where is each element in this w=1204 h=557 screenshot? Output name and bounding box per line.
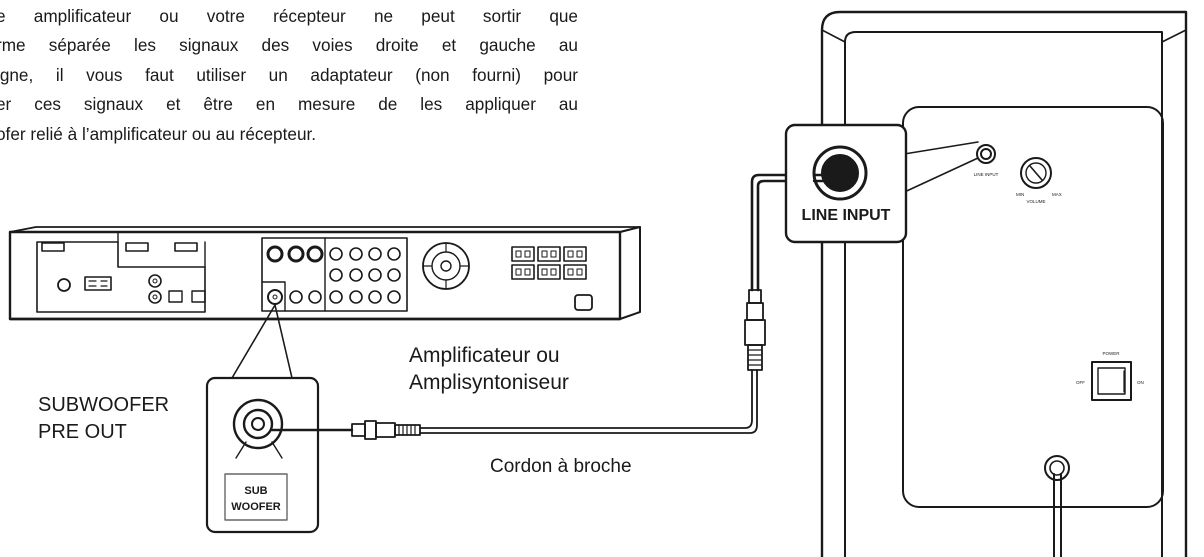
power-on-label: ON [1137, 380, 1144, 385]
line-input-panel-label: LINE INPUT [974, 172, 999, 177]
subwoofer-out-callout [205, 376, 320, 534]
power-label: POWER [1102, 351, 1120, 356]
speaker-terminals [511, 246, 593, 311]
subwoofer-preout-label-line1: SUBWOOFER [38, 394, 169, 416]
fan-grille [422, 242, 470, 290]
instruction-line: er ces signaux et être en mesure de les … [0, 94, 578, 115]
volume-min-label: MIN [1016, 192, 1024, 197]
receiver-unit [8, 226, 641, 321]
volume-label: VOLUME [1026, 199, 1045, 204]
instruction-line: rme séparée les signaux des voies droite… [0, 35, 578, 56]
receiver-caption-line1: Amplificateur ou [409, 344, 560, 367]
sub-jack-label-line1: SUB [244, 485, 267, 497]
volume-max-label: MAX [1052, 192, 1062, 197]
line-input-callout [784, 123, 979, 244]
receiver-caption-line2: Amplisyntoniseur [409, 371, 569, 394]
subwoofer-preout-label-line2: PRE OUT [38, 421, 127, 443]
cable-label: Cordon à broche [490, 456, 632, 477]
pin-cable [270, 173, 838, 440]
sub-jack-label-line2: WOOFER [231, 501, 281, 513]
power-off-label: OFF [1076, 380, 1085, 385]
instruction-paragraph: e amplificateur ou votre récepteur ne pe… [0, 2, 578, 149]
instruction-line: igne, il vous faut utiliser un adaptateu… [0, 64, 578, 85]
receiver-jacks [266, 245, 401, 305]
instruction-line: ofer relié à l’amplificateur ou au récep… [0, 123, 317, 144]
subwoofer-cabinet [820, 10, 1188, 557]
line-input-callout-label: LINE INPUT [802, 207, 891, 224]
instruction-line: e amplificateur ou votre récepteur ne pe… [0, 6, 578, 26]
